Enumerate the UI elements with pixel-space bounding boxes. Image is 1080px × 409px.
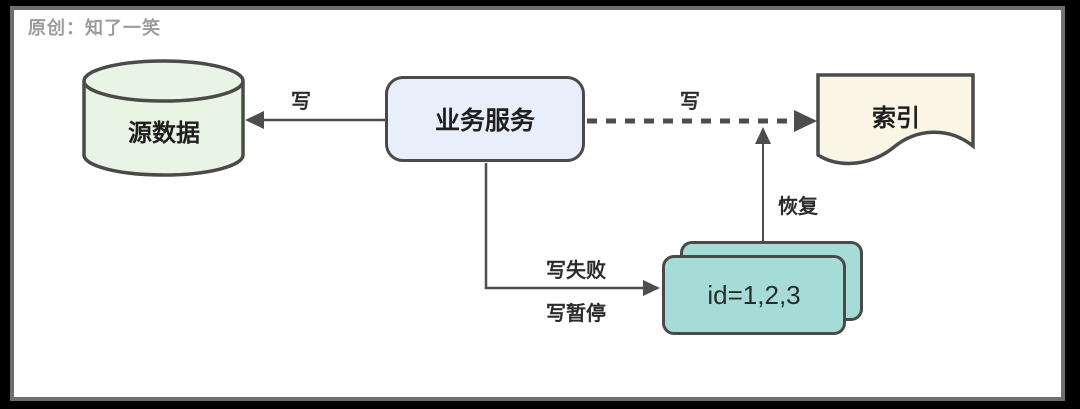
index-doc-shape [816,73,975,166]
edge-label-write-index: 写 [680,91,700,113]
edge-label-write-fail: 写失败 [546,260,606,282]
arrow-service-to-db [245,111,386,129]
edge-label-recover: 恢复 [778,196,818,218]
node-service: 业务服务 [385,76,585,162]
source-db-shape [82,59,245,177]
watermark-text: 原创：知了一笑 [28,18,161,38]
arrow-cards-to-index [755,127,771,243]
arrow-service-to-index [587,110,817,132]
edge-label-write-pause: 写暂停 [546,303,606,325]
edge-label-write-db: 写 [291,91,311,113]
node-id-cards: id=1,2,3 [662,255,846,335]
arrow-service-to-cards [484,163,660,296]
